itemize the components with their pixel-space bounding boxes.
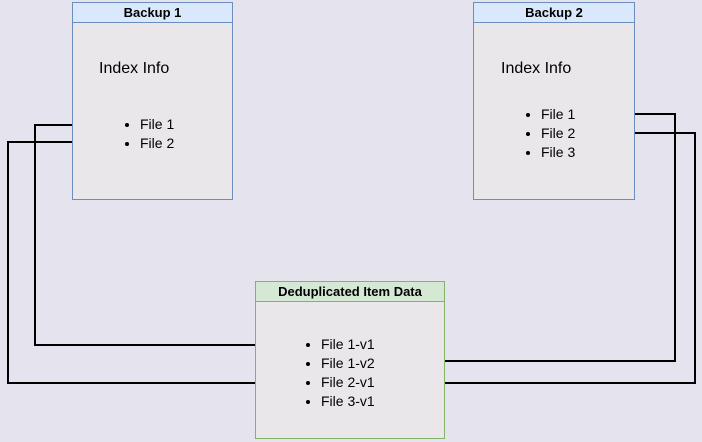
deduplicated-item-data-box: Deduplicated Item Data (255, 281, 445, 439)
file-list-item: File 1 (541, 105, 575, 124)
file-list-item: File 2 (541, 124, 575, 143)
file-list-item: File 1-v1 (321, 335, 375, 354)
backup1-file-list: File 1 File 2 (112, 115, 174, 153)
file-list-item: File 2 (140, 134, 174, 153)
dedup-title: Deduplicated Item Data (256, 282, 444, 302)
backup1-title: Backup 1 (73, 3, 232, 23)
file-list-item: File 3-v1 (321, 392, 375, 411)
backup2-title: Backup 2 (474, 3, 634, 23)
file-list-item: File 2-v1 (321, 373, 375, 392)
backup2-box: Backup 2 (473, 2, 635, 200)
file-list-item: File 1-v2 (321, 354, 375, 373)
backup1-box: Backup 1 (72, 2, 233, 200)
dedup-file-list: File 1-v1 File 1-v2 File 2-v1 File 3-v1 (293, 335, 375, 411)
backup2-index-info-label: Index Info (501, 60, 572, 77)
backup2-file-list: File 1 File 2 File 3 (513, 105, 575, 162)
file-list-item: File 3 (541, 143, 575, 162)
file-list-item: File 1 (140, 115, 174, 134)
backup1-index-info-label: Index Info (99, 60, 170, 77)
